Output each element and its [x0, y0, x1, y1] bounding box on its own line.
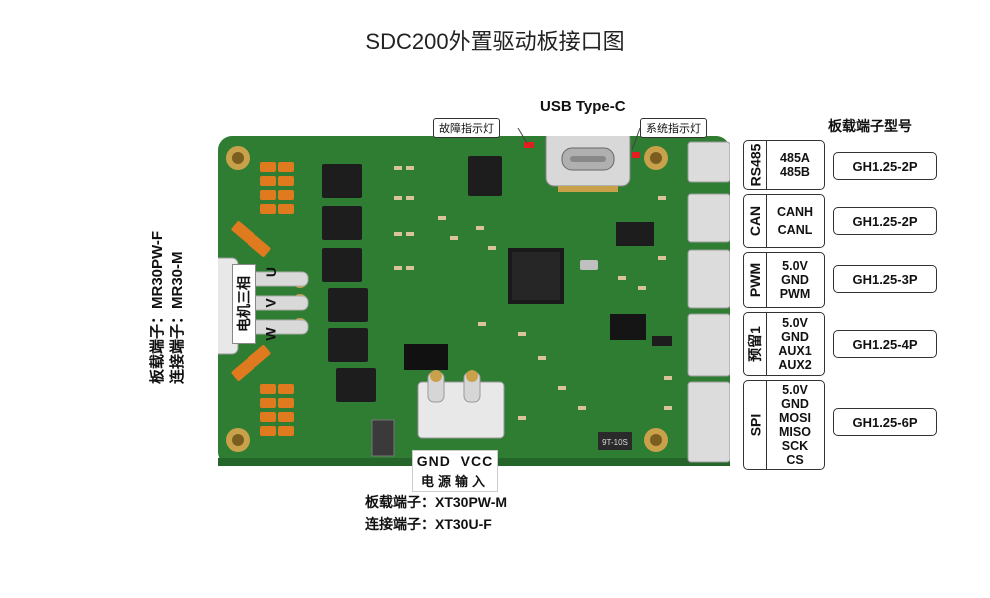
- model-rs485: GH1.25-2P: [833, 152, 937, 180]
- pin-label: 5.0V: [782, 259, 808, 273]
- mounting-holes: [226, 146, 668, 452]
- motor-phase-label-box: 电机三相: [232, 264, 256, 344]
- system-led: [632, 152, 640, 158]
- power-pins-label: GND VCC: [416, 453, 494, 469]
- pin-label: CS: [786, 453, 804, 467]
- model-can: GH1.25-2P: [833, 207, 937, 235]
- motor-mating-terminal: 连接端子：MR30-M: [169, 251, 186, 384]
- xt30-connector: [417, 370, 505, 439]
- capacitor-bank-top: [260, 162, 294, 214]
- connector-can: CAN CANH CANL: [743, 194, 825, 248]
- can-transceiver-chip: [616, 222, 654, 246]
- shunt-resistor: [404, 344, 448, 370]
- model-pwm: GH1.25-3P: [833, 265, 937, 293]
- pin-label: AUX1: [778, 344, 812, 358]
- gh-connectors: [687, 141, 730, 463]
- power-board-terminal: 板载端子：XT30PW-M: [365, 494, 508, 510]
- power-chip: [610, 314, 646, 340]
- phase-v: V: [263, 298, 279, 308]
- power-input-label-box: GND VCC 电源输入: [412, 450, 498, 492]
- connector-group-label: SPI: [744, 381, 767, 469]
- connector-pwm: PWM 5.0V GND PWM: [743, 252, 825, 308]
- passive-components: [394, 166, 672, 420]
- pin-label: 485A: [780, 151, 810, 165]
- capacitor-bank-bottom: [260, 384, 294, 436]
- inductor: [371, 419, 395, 457]
- terminal-model-header: 板载端子型号: [828, 118, 912, 134]
- sot-chip: [598, 432, 632, 450]
- connector-group-label: 预留1: [744, 313, 767, 375]
- motor-phase-letters: U V W: [262, 264, 280, 342]
- pin-label: GND: [781, 330, 809, 344]
- small-ic: [652, 336, 672, 346]
- power-input-label: 电源输入: [420, 474, 489, 489]
- pin-label: 485B: [780, 165, 810, 179]
- mosfet-array: [322, 164, 376, 402]
- power-mating-terminal: 连接端子：XT30U-F: [365, 516, 492, 532]
- page-title: SDC200外置驱动板接口图: [365, 29, 625, 54]
- connector-group-label: RS485: [744, 141, 767, 189]
- phase-u: U: [263, 266, 279, 278]
- fault-led-label: 故障指示灯: [433, 118, 500, 138]
- connector-spi: SPI 5.0V GND MOSI MISO SCK CS: [743, 380, 825, 470]
- model-reserved1: GH1.25-4P: [833, 330, 937, 358]
- connector-group-label: PWM: [744, 253, 767, 307]
- model-spi: GH1.25-6P: [833, 408, 937, 436]
- pin-label: MISO: [779, 425, 811, 439]
- pin-label: GND: [781, 273, 809, 287]
- pin-label: 5.0V: [782, 316, 808, 330]
- connector-reserved1: 预留1 5.0V GND AUX1 AUX2: [743, 312, 825, 376]
- chip-marking: 9T-10S: [602, 438, 628, 447]
- fault-led: [524, 142, 534, 148]
- pin-label: AUX2: [778, 358, 812, 372]
- crystal: [580, 260, 598, 270]
- pin-label: PWM: [779, 287, 811, 301]
- mcu-chip: [508, 248, 564, 304]
- connector-group-label: CAN: [744, 195, 767, 247]
- system-led-label: 系统指示灯: [640, 118, 707, 138]
- pin-label: CANL: [777, 223, 813, 237]
- capacitor-diagonals: [231, 221, 271, 381]
- usb-type-c-port: [545, 136, 631, 192]
- pin-label: 5.0V: [782, 383, 808, 397]
- phase-w: W: [263, 327, 279, 341]
- motor-phase-label: 电机三相: [236, 276, 252, 332]
- usb-type-c-label: USB Type-C: [540, 98, 626, 115]
- pin-label: CANH: [776, 205, 814, 219]
- gate-driver-chip: [468, 156, 502, 196]
- motor-board-terminal: 板载端子：MR30PW-F: [149, 230, 166, 384]
- pin-label: GND: [781, 397, 809, 411]
- connector-rs485: RS485 485A 485B: [743, 140, 825, 190]
- pin-label: SCK: [781, 439, 809, 453]
- pin-label: MOSI: [779, 411, 811, 425]
